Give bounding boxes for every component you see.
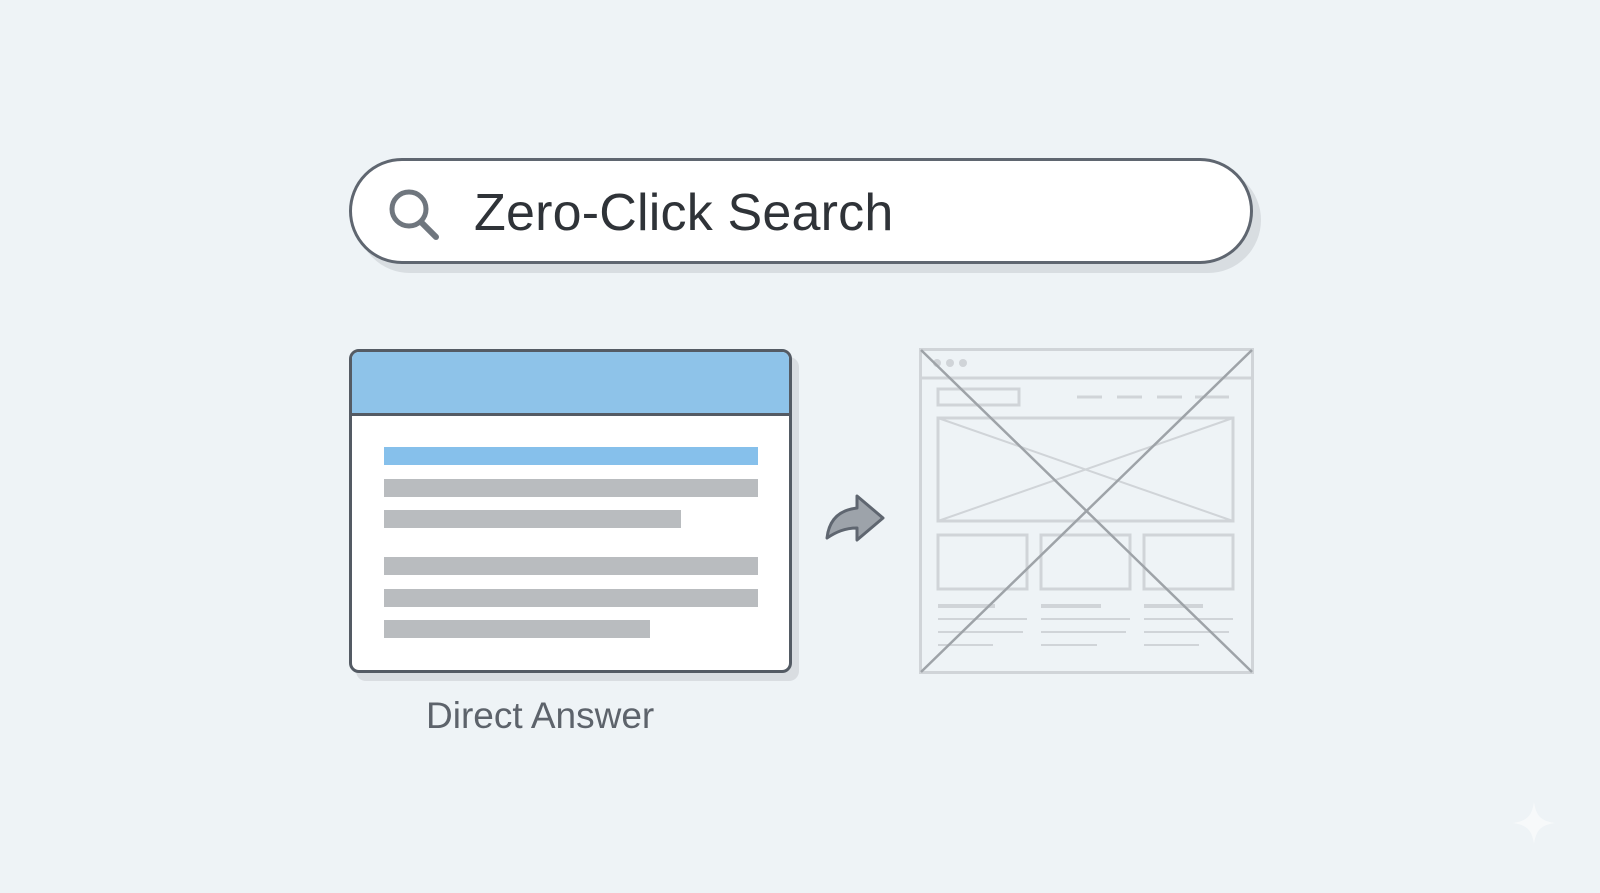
- answer-text-line: [384, 589, 758, 607]
- search-icon: [389, 189, 439, 240]
- search-bar[interactable]: Zero-Click Search: [349, 158, 1253, 264]
- answer-text-line: [384, 510, 681, 528]
- direct-answer-label: Direct Answer: [426, 695, 655, 736]
- direct-answer-header-bar: [352, 352, 789, 416]
- answer-text-line: [384, 557, 758, 575]
- search-query[interactable]: Zero-Click Search: [474, 184, 894, 242]
- answer-text-line: [384, 620, 650, 638]
- webpage-wireframe-icon: [919, 348, 1254, 674]
- sparkle-icon: [1513, 802, 1555, 844]
- answer-highlight-line: [384, 447, 758, 465]
- direct-answer-card: [349, 349, 792, 673]
- redirect-arrow-icon: [825, 494, 885, 542]
- answer-text-line: [384, 479, 758, 497]
